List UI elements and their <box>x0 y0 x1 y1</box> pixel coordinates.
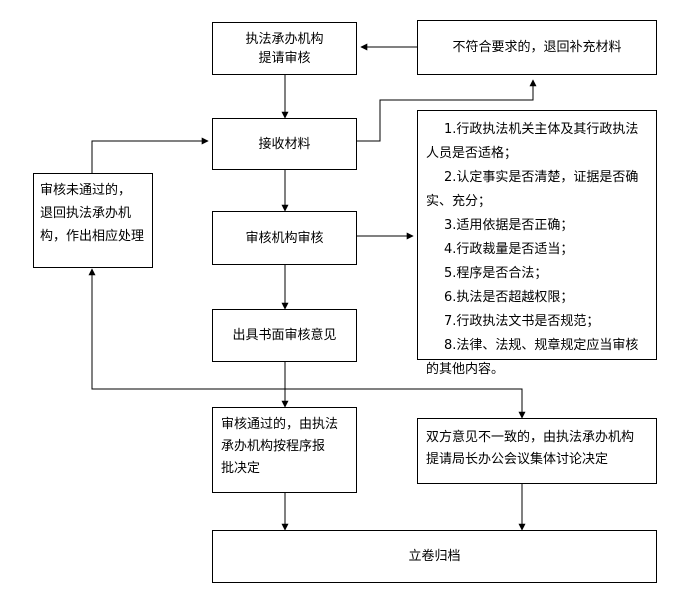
node-disagree-line-2: 提请局长办公会议集体讨论决定 <box>426 452 609 467</box>
node-written-opinion: 出具书面审核意见 <box>212 309 357 362</box>
node-archive: 立卷归档 <box>212 530 657 583</box>
node-disagree: 双方意见不一致的，由执法承办机构 提请局长办公会议集体讨论决定 <box>417 418 657 484</box>
criteria-item: 7.行政执法文书是否规范； <box>444 314 600 329</box>
arrow-opinion-to-disagree <box>285 388 526 419</box>
node-approved-line-2: 承办机构按程序报 <box>221 439 326 454</box>
node-disagree-line-1: 双方意见不一致的，由执法承办机构 <box>426 430 635 445</box>
node-unit-apply-line-1: 执法承办机构 <box>245 31 324 47</box>
node-approved-line-1: 审核通过的，由执法 <box>221 417 339 432</box>
node-approved: 审核通过的，由执法 承办机构按程序报 批决定 <box>212 407 357 493</box>
criteria-item: 2.认定事实是否清楚，证据是否确实、充分； <box>426 170 639 209</box>
node-criteria: 1.行政执法机关主体及其行政执法人员是否适格； 2.认定事实是否清楚，证据是否确… <box>417 110 657 377</box>
criteria-list: 1.行政执法机关主体及其行政执法人员是否适格； 2.认定事实是否清楚，证据是否确… <box>426 118 648 382</box>
node-review-label: 审核机构审核 <box>245 230 324 246</box>
node-rejected: 审核未通过的， 退回执法承办机 构，作出相应处理 <box>33 173 153 268</box>
node-receive: 接收材料 <box>212 118 357 170</box>
node-unit-apply-line-2: 提请审核 <box>258 50 311 66</box>
arrow-rejected-to-receive <box>91 137 209 173</box>
criteria-item: 5.程序是否合法； <box>444 266 548 281</box>
node-approved-line-3: 批决定 <box>221 461 261 476</box>
node-return-supplement: 不符合要求的，退回补充材料 <box>417 20 657 75</box>
node-archive-label: 立卷归档 <box>408 549 461 564</box>
arrow-opinion-to-rejected <box>88 268 285 390</box>
arrow-receive-to-return <box>357 79 537 142</box>
node-rejected-line-2: 退回执法承办机 <box>40 206 132 221</box>
criteria-item: 3.适用依据是否正确； <box>444 218 574 233</box>
node-rejected-line-1: 审核未通过的， <box>40 183 132 198</box>
node-return-supplement-label: 不符合要求的，退回补充材料 <box>452 40 622 55</box>
node-review: 审核机构审核 <box>212 211 357 265</box>
criteria-item: 4.行政裁量是否适当； <box>444 242 574 257</box>
criteria-item: 1.行政执法机关主体及其行政执法人员是否适格； <box>426 122 639 161</box>
node-rejected-line-3: 构，作出相应处理 <box>40 229 145 244</box>
criteria-item: 8.法律、法规、规章规定应当审核的其他内容。 <box>426 338 639 377</box>
criteria-item: 6.执法是否超越权限； <box>444 290 574 305</box>
node-receive-label: 接收材料 <box>258 136 311 152</box>
node-written-opinion-label: 出具书面审核意见 <box>232 328 337 343</box>
node-unit-apply: 执法承办机构 提请审核 <box>212 22 357 75</box>
